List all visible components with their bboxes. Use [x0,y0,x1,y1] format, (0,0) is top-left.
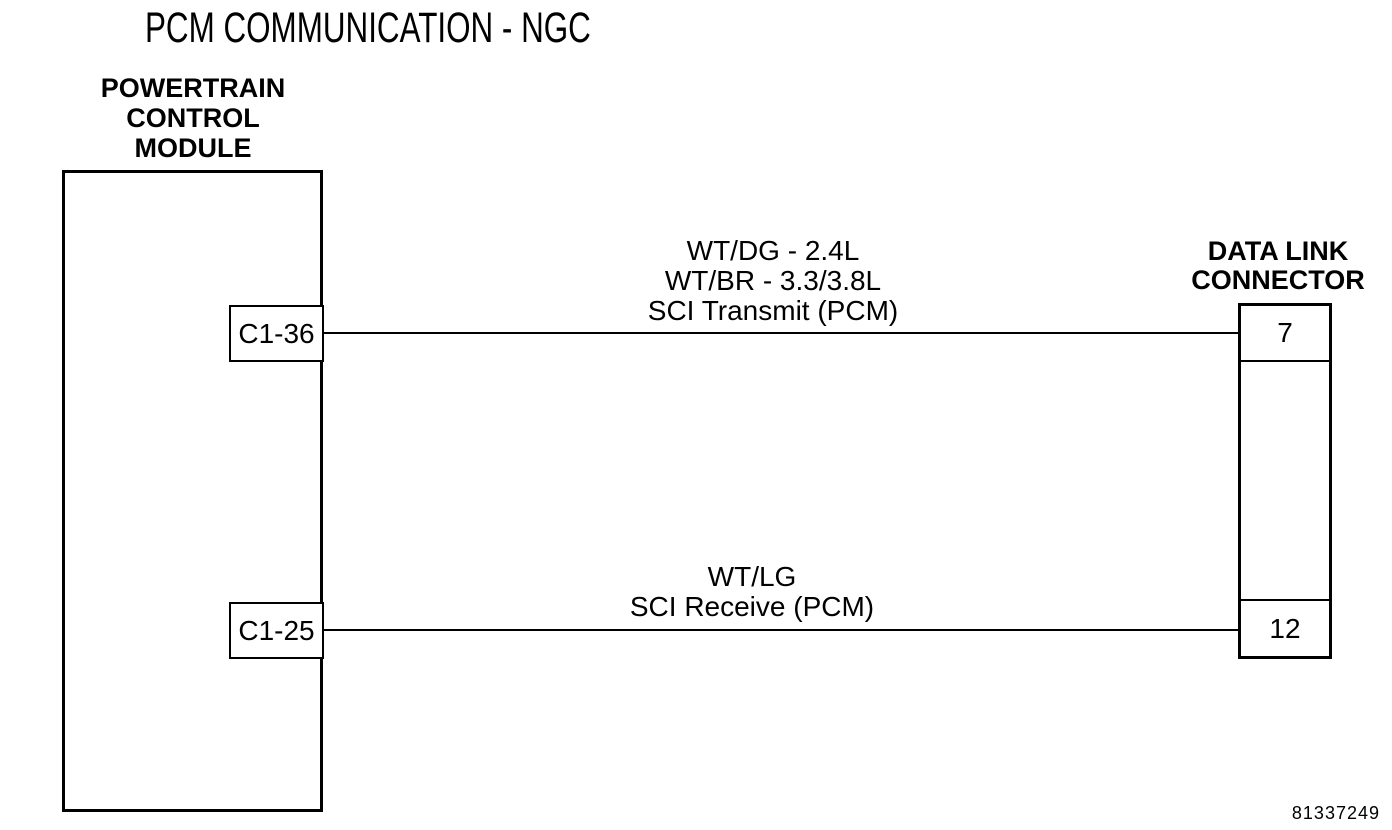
pcm-box [62,170,323,812]
dlc-label: DATA LINK CONNECTOR [1128,237,1392,295]
wire-sci-receive-circuit-name: SCI Receive (PCM) [629,591,875,622]
wire-label-sci-transmit: WT/DG - 2.4L WT/BR - 3.3/3.8L SCI Transm… [573,236,973,326]
pcm-label: POWERTRAIN CONTROL MODULE [62,73,324,163]
wire-sci-transmit-color-line-2: WT/BR - 3.3/3.8L [664,265,882,296]
wire-sci-transmit [322,332,1240,334]
dlc-label-line-1: DATA LINK [1207,236,1349,266]
pcm-pin-c1-25: C1-25 [229,602,324,659]
wire-label-sci-receive: WT/LG SCI Receive (PCM) [552,562,952,622]
dlc-box: 7 12 [1238,303,1332,659]
wire-sci-receive [322,629,1240,631]
dlc-pin-12: 12 [1241,599,1329,656]
wire-sci-receive-color-line: WT/LG [707,561,797,592]
pcm-pin-c1-36: C1-36 [229,305,324,362]
pcm-label-line-3: MODULE [134,133,252,163]
dlc-pin-7: 7 [1241,306,1329,362]
diagram-title: PCM COMMUNICATION - NGC [145,4,591,52]
dlc-label-line-2: CONNECTOR [1191,265,1365,295]
wire-sci-transmit-color-line-1: WT/DG - 2.4L [686,235,860,266]
pcm-label-line-1: POWERTRAIN [100,73,286,103]
pcm-label-line-2: CONTROL [126,103,260,133]
wire-sci-transmit-circuit-name: SCI Transmit (PCM) [647,295,899,326]
document-number: 81337249 [1291,803,1380,823]
